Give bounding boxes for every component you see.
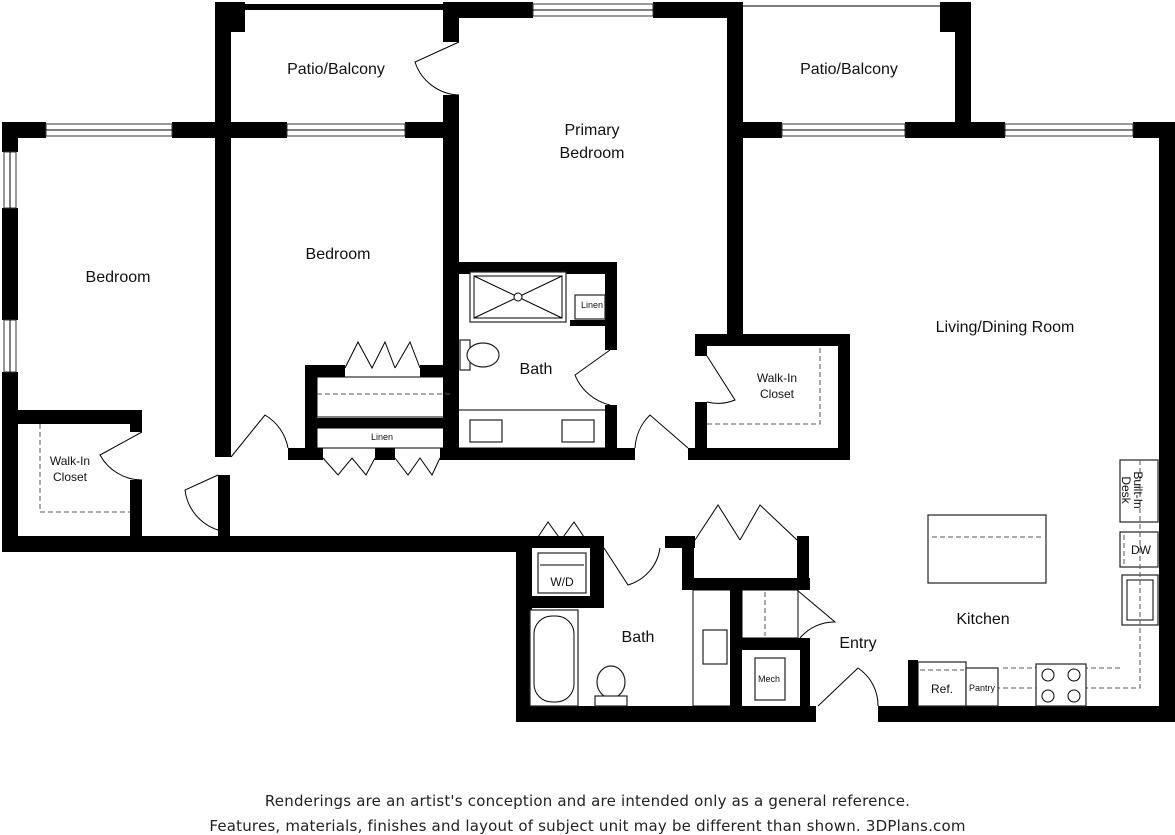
windows <box>3 3 1134 373</box>
label-ref: Ref. <box>931 682 953 696</box>
label-primary-line1: Primary <box>564 122 619 139</box>
label-mech: Mech <box>758 674 780 684</box>
label-patio-left: Patio/Balcony <box>287 61 385 78</box>
label-bedroom-left: Bedroom <box>86 269 151 286</box>
room-labels: Patio/Balcony Patio/Balcony Primary Bedr… <box>50 61 1152 696</box>
label-walkin-left-2: Closet <box>53 470 88 484</box>
label-builtin-2: Desk <box>1119 476 1133 504</box>
label-primary-line2: Bedroom <box>560 145 625 162</box>
label-entry: Entry <box>839 635 876 652</box>
fixtures <box>39 271 1159 710</box>
label-bath-primary: Bath <box>520 361 553 378</box>
label-wd: W/D <box>550 575 574 589</box>
walls <box>2 2 1175 722</box>
disclaimer-line-1: Renderings are an artist's conception an… <box>264 792 911 810</box>
label-living: Living/Dining Room <box>936 319 1075 336</box>
label-pantry: Pantry <box>969 683 996 693</box>
label-walkin-right-1: Walk-In <box>757 371 797 385</box>
disclaimer-line-2: Features, materials, finishes and layout… <box>209 817 966 835</box>
label-patio-right: Patio/Balcony <box>800 61 898 78</box>
label-linen-primary: Linen <box>581 300 603 310</box>
label-walkin-left-1: Walk-In <box>50 454 90 468</box>
label-bedroom-middle: Bedroom <box>306 246 371 263</box>
label-builtin-1: Built-In <box>1131 471 1145 508</box>
label-dw: DW <box>1131 543 1152 557</box>
label-bath-second: Bath <box>622 629 655 646</box>
label-linen-hall: Linen <box>371 432 393 442</box>
label-walkin-right-2: Closet <box>760 387 795 401</box>
doors <box>99 41 879 707</box>
label-kitchen: Kitchen <box>956 611 1009 628</box>
